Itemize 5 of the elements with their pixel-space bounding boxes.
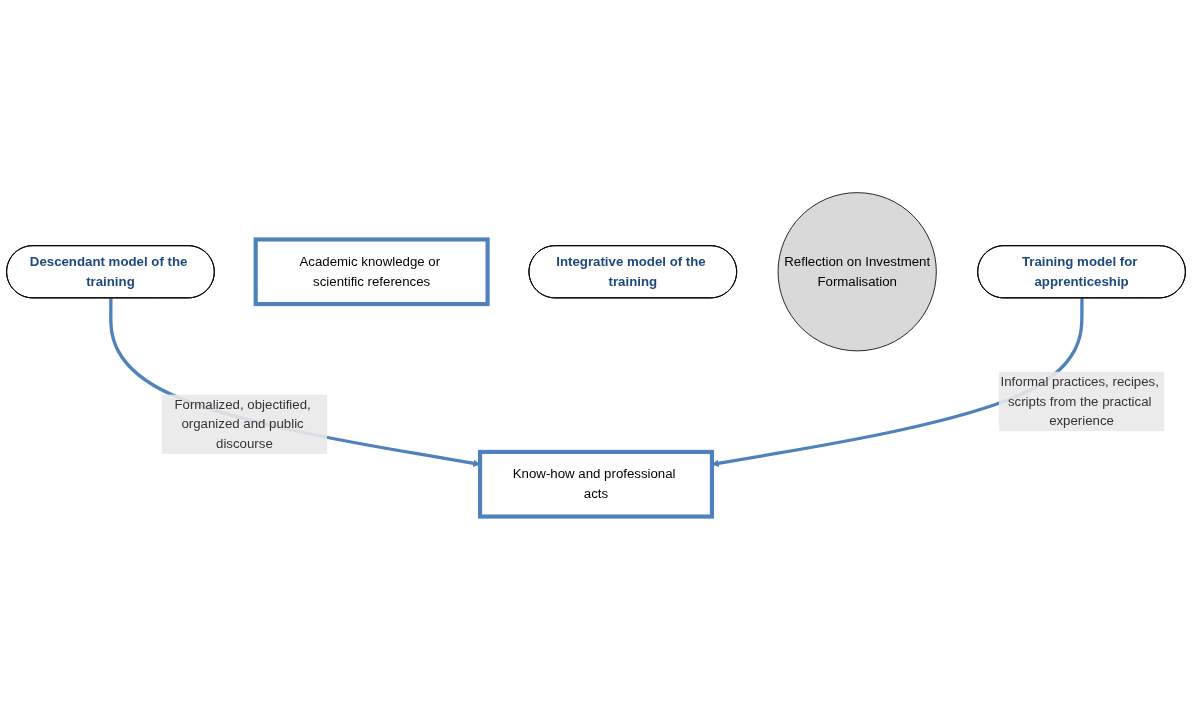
node-circle: Reflection on Investment Formalisation [777,192,937,352]
edge-label: Formalized, objectified, organized and public discourse [174,396,311,451]
node-box: Academic knowledge or scientific references [253,237,490,307]
edge-label: Informal practices, recipes, scripts from the practical experience [1000,374,1159,428]
node-box: Know-how and professional acts [478,449,715,519]
